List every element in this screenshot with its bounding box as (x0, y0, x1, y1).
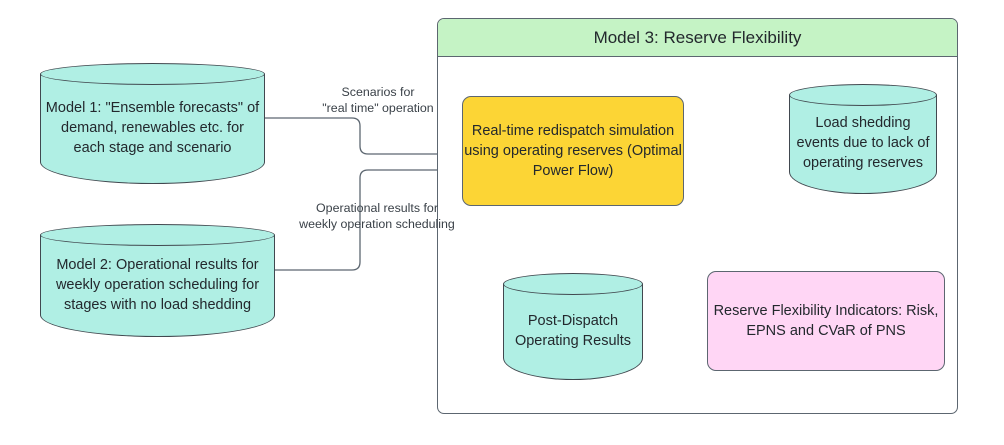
node-redispatch[interactable]: Real-time redispatch simulation using op… (462, 96, 684, 206)
node-load-shedding[interactable]: Load shedding events due to lack of oper… (789, 84, 937, 194)
node-model1[interactable]: Model 1: "Ensemble forecasts" of demand,… (40, 63, 265, 184)
node-post-dispatch-label: Post-Dispatch Operating Results (514, 312, 632, 349)
cylinder-body (503, 284, 643, 380)
cylinder-top (789, 84, 937, 106)
cylinder-top (40, 224, 275, 246)
node-post-dispatch[interactable]: Post-Dispatch Operating Results (503, 273, 643, 380)
node-redispatch-label: Real-time redispatch simulation using op… (464, 123, 682, 179)
group-model3-title: Model 3: Reserve Flexibility (438, 19, 957, 57)
edge-label-operational-results: Operational results for weekly operation… (299, 201, 455, 231)
edge-label-scenarios: Scenarios for "real time" operation (322, 85, 434, 115)
node-load-shedding-label: Load shedding events due to lack of oper… (796, 115, 930, 171)
cylinder-top (503, 273, 643, 295)
node-model2-label: Model 2: Operational results for weekly … (55, 256, 260, 313)
node-indicators-label: Reserve Flexibility Indicators: Risk, EP… (713, 303, 939, 339)
node-model1-label: Model 1: "Ensemble forecasts" of demand,… (45, 99, 260, 156)
node-indicators[interactable]: Reserve Flexibility Indicators: Risk, EP… (707, 271, 945, 371)
cylinder-top (40, 63, 265, 85)
cylinder-body (40, 74, 265, 184)
cylinder-body (40, 235, 275, 337)
edge-model1-to-redispatch (265, 117, 453, 159)
node-model2[interactable]: Model 2: Operational results for weekly … (40, 224, 275, 337)
cylinder-body (789, 95, 937, 194)
